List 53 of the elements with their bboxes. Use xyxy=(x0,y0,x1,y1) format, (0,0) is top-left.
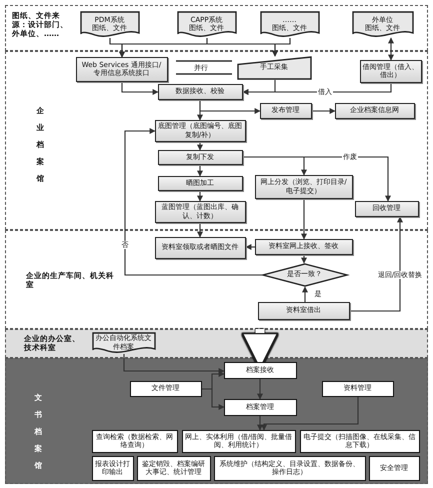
arrow xyxy=(261,397,359,431)
arrow xyxy=(312,108,336,114)
process-box xyxy=(158,150,242,164)
document-shape xyxy=(176,10,236,38)
arrow xyxy=(301,255,307,264)
arrow xyxy=(124,128,262,276)
document-shape xyxy=(80,10,140,38)
section-panel xyxy=(5,5,428,51)
document-shape xyxy=(352,10,414,38)
process-box xyxy=(130,380,202,396)
process-box xyxy=(260,102,312,118)
arrow xyxy=(197,223,203,238)
arrow xyxy=(199,100,261,114)
process-box xyxy=(354,200,418,216)
process-box xyxy=(258,302,350,320)
arrow xyxy=(245,244,255,250)
arrow xyxy=(257,379,263,400)
section-panel xyxy=(5,230,428,329)
process-box xyxy=(322,380,394,396)
arrow xyxy=(197,142,203,151)
arrow xyxy=(302,286,308,302)
process-box xyxy=(368,456,420,480)
process-box xyxy=(254,238,352,254)
arrow xyxy=(350,216,403,312)
process-box xyxy=(224,398,296,416)
process-box xyxy=(158,176,242,190)
process-box xyxy=(154,200,246,222)
arrow xyxy=(301,199,307,240)
process-box xyxy=(136,456,210,480)
process-box xyxy=(92,456,134,480)
process-box xyxy=(92,430,178,452)
arrow xyxy=(272,38,291,57)
process-box xyxy=(254,174,352,198)
arrow xyxy=(242,83,392,95)
arrow xyxy=(257,416,263,431)
decision-diamond xyxy=(262,262,348,286)
document-shape xyxy=(260,10,320,38)
process-box xyxy=(158,84,242,100)
process-box xyxy=(224,362,296,378)
process-box xyxy=(154,236,246,258)
arrow xyxy=(197,165,203,177)
arrow xyxy=(197,191,203,202)
arrow xyxy=(123,354,225,374)
section-panel xyxy=(5,358,428,484)
section-panel xyxy=(5,329,428,358)
section-panel xyxy=(5,51,428,230)
arrow xyxy=(243,156,391,202)
process-box xyxy=(76,56,168,82)
arrow xyxy=(388,37,394,61)
process-box xyxy=(334,102,414,118)
process-box xyxy=(214,456,366,480)
manual-input-shape xyxy=(236,56,312,80)
arrow xyxy=(121,82,159,95)
